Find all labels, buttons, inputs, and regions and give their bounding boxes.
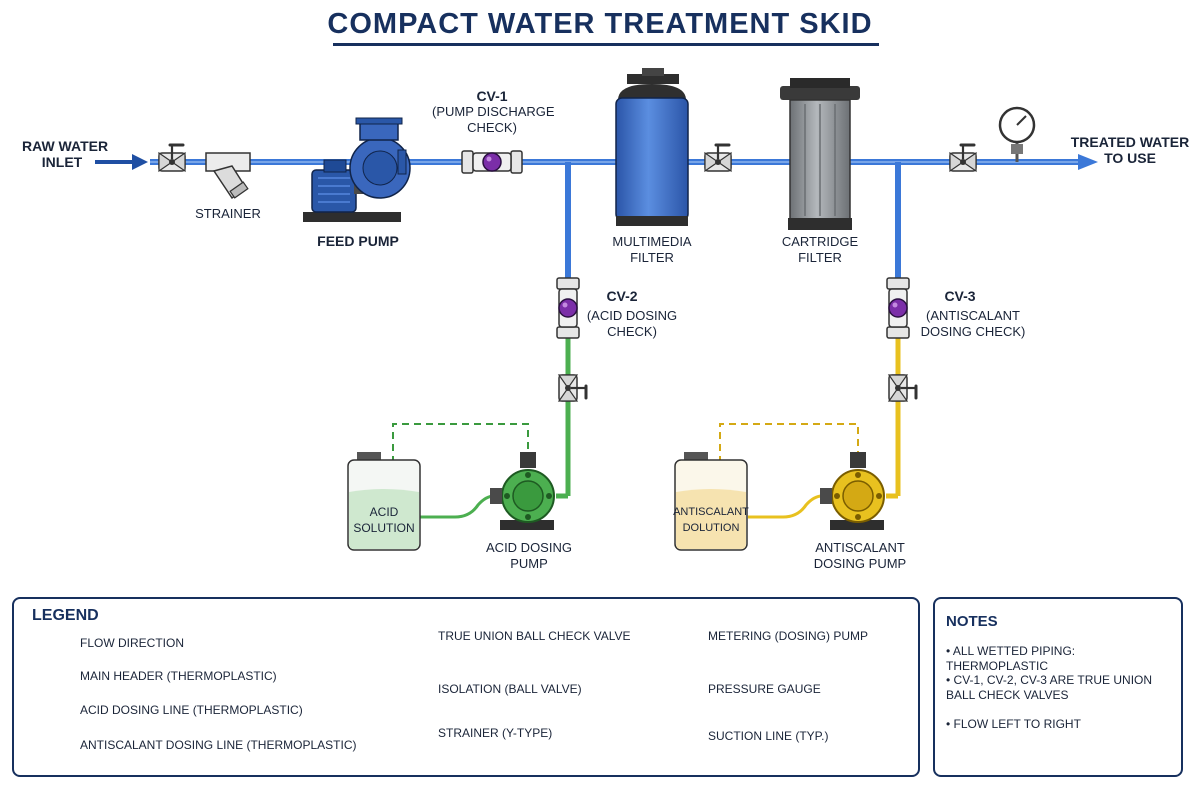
antiscalant-dosing-line [719, 334, 901, 519]
legend-suction-text: SUCTION LINE (TYP.) [708, 729, 829, 743]
notes-item: • CV-1, CV-2, CV-3 ARE TRUE UNION BALL C… [946, 673, 1153, 702]
cv3-description: (ANTISCALANT DOSING CHECK) [920, 308, 1026, 339]
acid-dosing-pump[interactable] [490, 452, 555, 530]
cartridge-filter-label: CARTRIDGE FILTER [781, 234, 859, 265]
legend-title: LEGEND [32, 607, 99, 624]
outlet-ball-valve-icon[interactable] [948, 143, 978, 173]
antiscalant-tank-label: ANTISCALANT DOLUTION [673, 506, 749, 534]
cartridge-filter[interactable] [780, 78, 860, 230]
anti-isolation-valve-icon[interactable] [887, 373, 918, 403]
antiscalant-tank [674, 452, 748, 551]
multimedia-filter-label: MULTIMEDIA FILTER [612, 234, 692, 265]
cv1-description: (PUMP DISCHARGE CHECK) [432, 104, 555, 135]
legend-check-valve-text: TRUE UNION BALL CHECK VALVE [438, 629, 631, 643]
antiscalant-pump-label: ANTISCALANT DOSING PUMP [813, 540, 907, 571]
acid-tank-label: ACID SOLUTION [353, 505, 415, 535]
notes-item: • FLOW LEFT TO RIGHT [946, 717, 1081, 731]
antiscalant-dosing-pump[interactable] [820, 452, 885, 530]
legend-anti-text: ANTISCALANT DOSING LINE (THERMOPLASTIC) [80, 738, 357, 752]
legend-flow-text: FLOW DIRECTION [80, 636, 184, 650]
notes-item-text: CV-1, CV-2, CV-3 ARE TRUE UNION BALL CHE… [946, 673, 1153, 702]
mmf-outlet-ball-valve-icon[interactable] [703, 143, 733, 173]
raw-water-label: RAW WATER INLET [22, 138, 109, 170]
multimedia-filter[interactable] [615, 68, 689, 226]
legend-strainer-text: STRAINER (Y-TYPE) [438, 726, 553, 740]
legend-gauge-text: PRESSURE GAUGE [708, 682, 821, 696]
page-title: COMPACT WATER TREATMENT SKID [327, 8, 873, 40]
legend-box [12, 597, 920, 777]
cv2-description: (ACID DOSING CHECK) [586, 308, 678, 339]
cv1-check-valve-icon[interactable] [461, 150, 523, 174]
inlet-flow-arrow-icon [95, 154, 148, 170]
title-underline [333, 43, 879, 46]
acid-dosing-line [392, 334, 571, 519]
main-header-line [150, 154, 1098, 170]
cv2-check-valve-icon[interactable] [556, 277, 580, 339]
legend-main-text: MAIN HEADER (THERMOPLASTIC) [80, 669, 277, 683]
treated-water-label: TREATED WATER TO USE [1070, 134, 1190, 166]
acid-pump-label: ACID DOSING PUMP [486, 540, 572, 571]
cv3-tag: CV-3 [944, 288, 976, 304]
notes-title: NOTES [946, 613, 998, 630]
y-strainer-icon [205, 152, 251, 200]
header-pressure-gauge-icon [998, 106, 1036, 162]
legend-isolation-text: ISOLATION (BALL VALVE) [438, 682, 582, 696]
inlet-ball-valve-icon[interactable] [157, 143, 187, 173]
acid-tank [347, 452, 421, 551]
strainer-label: STRAINER [195, 206, 261, 221]
cv2-tag: CV-2 [606, 288, 638, 304]
notes-box [933, 597, 1183, 777]
feed-pump-label: FEED PUMP [317, 233, 399, 249]
legend-acid-text: ACID DOSING LINE (THERMOPLASTIC) [80, 703, 303, 717]
acid-isolation-valve-icon[interactable] [557, 373, 588, 403]
notes-item: • ALL WETTED PIPING: THERMOPLASTIC [946, 644, 1076, 673]
legend-metering-text: METERING (DOSING) PUMP [708, 629, 869, 643]
feed-pump[interactable] [303, 117, 411, 222]
notes-item-text: ALL WETTED PIPING: THERMOPLASTIC [946, 644, 1076, 673]
notes-item-text: FLOW LEFT TO RIGHT [953, 717, 1081, 731]
cv3-check-valve-icon[interactable] [886, 277, 910, 339]
cv1-tag: CV-1 [476, 88, 508, 104]
